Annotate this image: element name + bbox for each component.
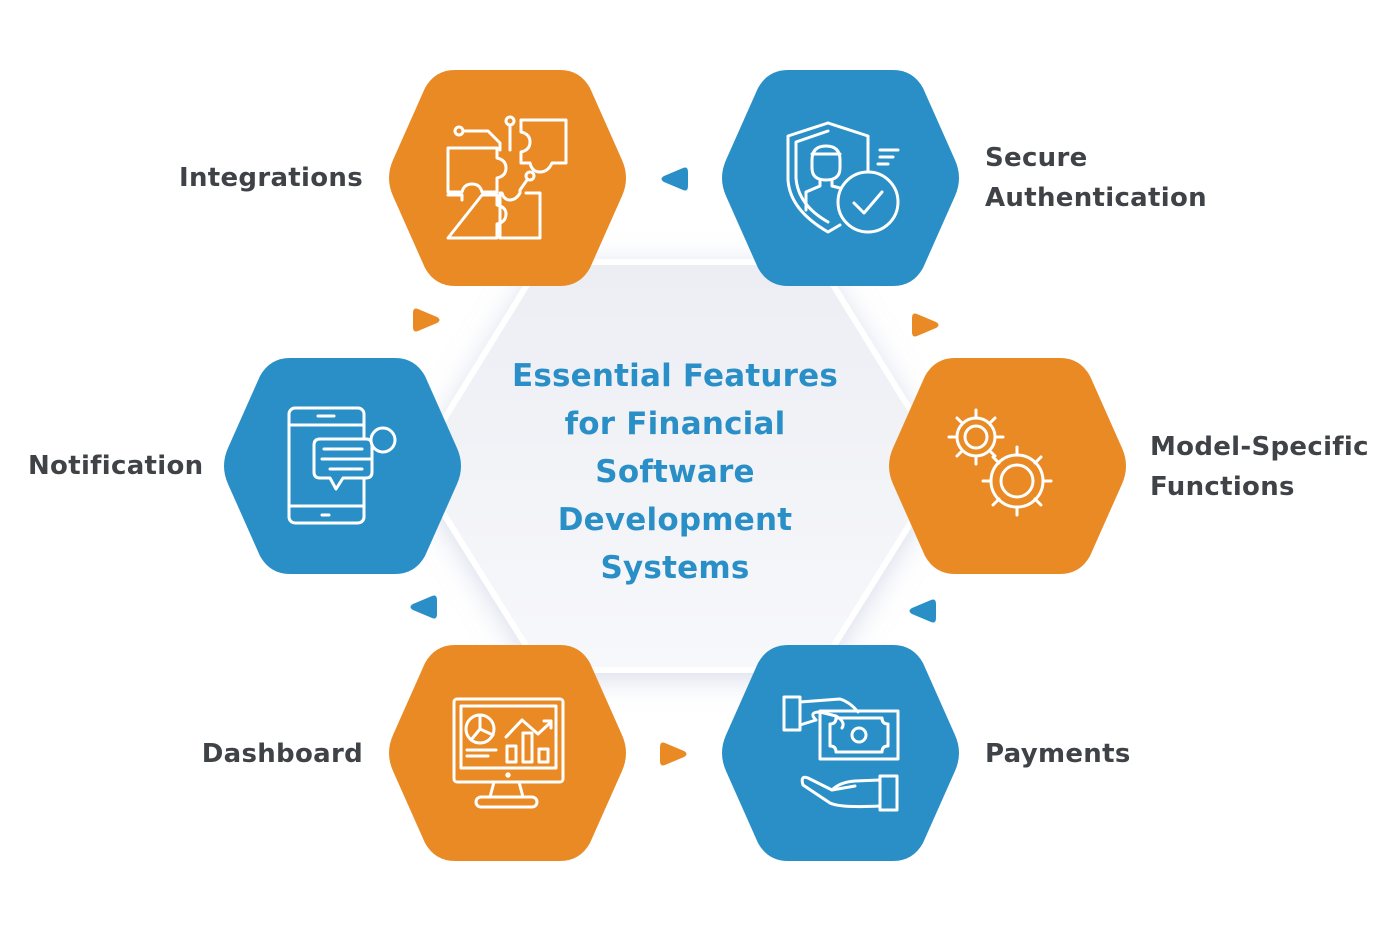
- hand-money-icon: [782, 695, 900, 812]
- label-notification: Notification: [28, 446, 203, 486]
- connector-arrow-left-icon: [909, 599, 936, 623]
- connector-arrow-left-icon: [661, 167, 688, 191]
- label-dashboard: Dashboard: [150, 734, 363, 774]
- connector-arrow-right-icon: [660, 742, 687, 766]
- label-text: Notification: [28, 451, 204, 481]
- label-model-specific-functions: Model-Specific Functions: [1150, 427, 1369, 507]
- title-line: Software: [595, 454, 755, 490]
- label-secure-authentication: Secure Authentication: [985, 138, 1207, 218]
- title-line: Development: [557, 502, 793, 538]
- label-text: Model-Specific: [1150, 432, 1369, 462]
- label-text: Authentication: [985, 183, 1207, 213]
- label-integrations: Integrations: [150, 158, 363, 198]
- label-text: Integrations: [178, 163, 363, 193]
- label-text: Functions: [1150, 472, 1295, 502]
- label-payments: Payments: [985, 734, 1131, 774]
- title-line: Essential Features: [511, 358, 839, 394]
- connector-arrow-right-icon: [912, 313, 939, 337]
- label-text: Dashboard: [201, 739, 363, 769]
- label-text: Secure: [985, 143, 1088, 173]
- connector-arrow-left-icon: [410, 595, 437, 619]
- monitor-chart-icon: [452, 697, 565, 809]
- puzzle-icon: [446, 115, 568, 240]
- hexagon-model-specific-functions: [889, 358, 1126, 574]
- diagram-title: Essential Features for Financial Softwar…: [470, 352, 880, 592]
- title-line: for Financial: [564, 406, 786, 442]
- title-line: Systems: [600, 550, 750, 586]
- label-text: Payments: [985, 739, 1131, 769]
- shield-user-check-icon: [786, 121, 900, 234]
- gears-icon: [947, 408, 1053, 517]
- hexagon-secure-authentication: [722, 70, 959, 286]
- connector-arrow-right-icon: [413, 308, 440, 332]
- hexagon-integrations: [389, 70, 626, 286]
- phone-message-icon: [287, 406, 397, 525]
